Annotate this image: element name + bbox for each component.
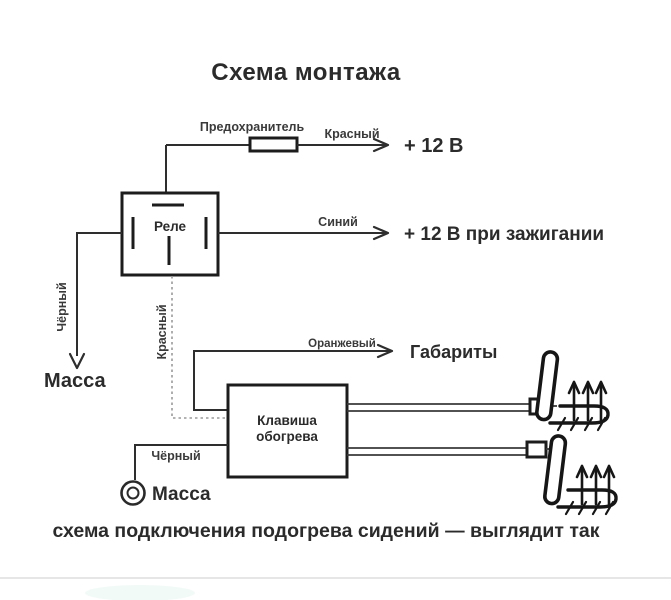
watermark-smudge [85, 585, 195, 600]
connector-seat2 [525, 440, 548, 459]
ground-ring-terminal-outer [120, 480, 146, 506]
arrow-right-lights [376, 343, 394, 359]
heater-switch-label-line1: Клавиша [257, 413, 317, 428]
wire-black-bottom [134, 444, 228, 480]
ground-left-label: Масса [44, 370, 107, 392]
lights-label: Габариты [410, 342, 497, 362]
heater-switch-label-line2: обогрева [256, 429, 318, 444]
wire-red-mid-label: Красный [155, 304, 169, 359]
wire-orange-label: Оранжевый [308, 338, 376, 350]
ground-ring-terminal-inner [126, 486, 140, 500]
arrow-down-ground [68, 352, 86, 370]
arrow-right-ignition [372, 225, 390, 241]
wire-red-dashed [171, 276, 228, 419]
wire-orange [193, 350, 390, 411]
heated-seat-2 [542, 433, 618, 516]
page-title: Схема монтажа [211, 59, 401, 86]
ground-bottom-label: Масса [152, 484, 211, 505]
wire-pair-seat2 [347, 447, 527, 456]
heated-seat-1 [534, 349, 610, 432]
wire-pair-seat1 [347, 403, 530, 412]
wire-black-left-label: Чёрный [55, 282, 69, 331]
wire-black-bottom-label: Чёрный [151, 449, 200, 463]
relay-label: Реле [154, 219, 187, 234]
plus12-ignition-label: + 12 В при зажигании [404, 224, 604, 245]
fuse-symbol [248, 136, 299, 153]
caption-text: схема подключения подогрева сидений — вы… [52, 520, 599, 542]
fuse-label: Предохранитель [200, 120, 305, 134]
wire-black-left [76, 232, 122, 356]
wire-red-top-label: Красный [324, 127, 379, 141]
wire-blue-label: Синий [318, 215, 358, 229]
plus12-label: + 12 В [404, 135, 463, 157]
arrow-right-12v [372, 137, 390, 153]
heater-switch-box [226, 383, 349, 479]
